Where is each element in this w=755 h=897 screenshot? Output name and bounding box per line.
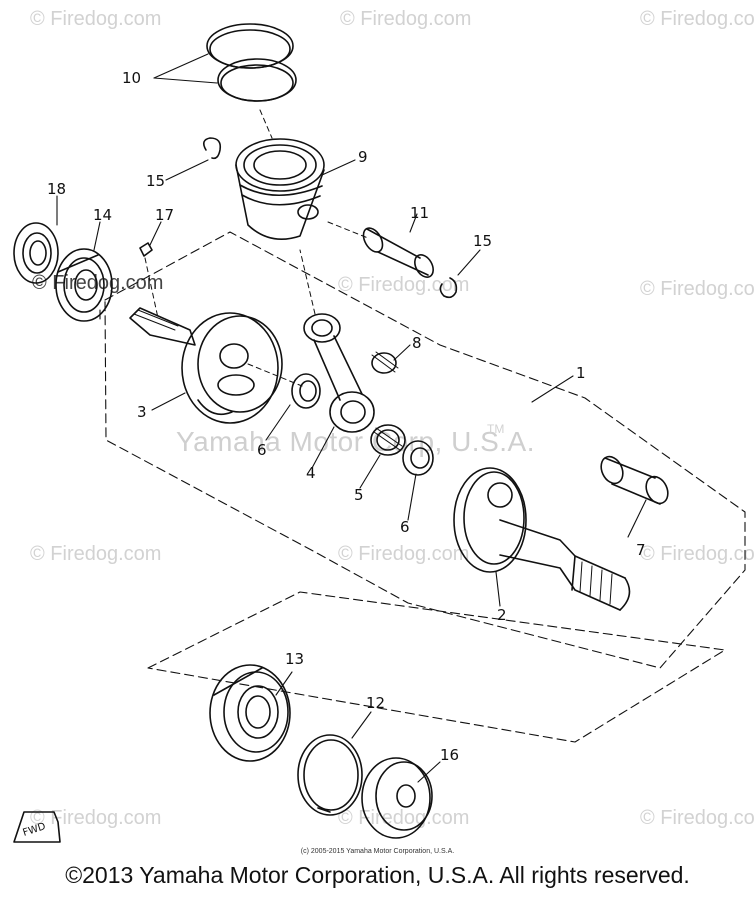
callout-16: 16: [440, 746, 459, 764]
callout-3: 3: [137, 403, 147, 421]
oil-seal-right: [361, 757, 433, 839]
watermark-firedog: © Firedog.com: [30, 8, 162, 30]
callout-6-right: 6: [400, 518, 410, 536]
callout-4: 4: [306, 464, 316, 482]
callout-2: 2: [497, 606, 507, 624]
thrust-washer-left: [291, 373, 321, 409]
callout-5: 5: [354, 486, 364, 504]
watermark-firedog: © Firedog.com: [338, 274, 470, 296]
watermark-firedog: © Firedog.com: [640, 8, 755, 30]
callout-15-right: 15: [473, 232, 492, 250]
callout-6-left: 6: [257, 441, 267, 459]
watermark-trademark: TM: [487, 422, 505, 436]
bearing-group-outline: [147, 591, 726, 743]
big-end-bearing: [370, 424, 406, 456]
leader-lines: [56, 53, 647, 783]
connecting-rod: [303, 313, 375, 433]
callout-7: 7: [636, 541, 646, 559]
small-end-bearing: [371, 351, 399, 374]
callout-9: 9: [358, 148, 368, 166]
oil-seal: [13, 222, 59, 284]
crank-half-right: [453, 467, 631, 611]
crankshaft-assembly-outline: [99, 231, 746, 669]
crank-half-left: [129, 307, 283, 424]
circlip-left: [202, 137, 222, 160]
callout-8: 8: [412, 334, 422, 352]
diagram-copyright: (c) 2005-2015 Yamaha Motor Corporation, …: [300, 848, 455, 855]
callout-10: 10: [122, 69, 141, 87]
circlip-right: [439, 277, 458, 299]
callout-1: 1: [576, 364, 586, 382]
watermark-firedog: © Firedog.com: [30, 807, 162, 829]
callout-11: 11: [410, 204, 429, 222]
callout-numbers: 10 9 15 18 14 17 11 15 8 1 3 6 4 5 6 7 2…: [22, 69, 646, 839]
watermark-firedog: © Firedog.com: [30, 543, 162, 565]
forward-arrow-icon: [13, 811, 61, 843]
callout-14: 14: [93, 206, 112, 224]
fwd-label: FWD: [22, 821, 48, 839]
crank-pin: [600, 455, 669, 505]
main-bearing-right: [209, 664, 291, 762]
watermark-firedog: © Firedog.com: [640, 278, 755, 300]
thrust-washer-right: [402, 440, 434, 476]
callout-13: 13: [285, 650, 304, 668]
copyright-notice: ©2013 Yamaha Motor Corporation, U.S.A. A…: [65, 862, 690, 888]
callout-18: 18: [47, 180, 66, 198]
piston-pin: [327, 221, 434, 278]
callout-17: 17: [155, 206, 174, 224]
watermark-firedog: © Firedog.com: [338, 543, 470, 565]
watermark-firedog: © Firedog.com: [340, 8, 472, 30]
snap-ring: [297, 734, 363, 816]
watermark-firedog: © Firedog.com: [640, 807, 755, 829]
callout-12: 12: [366, 694, 385, 712]
main-bearing-left: [55, 248, 113, 322]
piston: [235, 138, 325, 240]
woodruff-key: [139, 242, 153, 257]
piston-rings: [206, 23, 297, 102]
watermark-firedog: © Firedog.com: [338, 807, 470, 829]
watermark-firedog: © Firedog.com: [640, 543, 755, 565]
callout-15-left: 15: [146, 172, 165, 190]
